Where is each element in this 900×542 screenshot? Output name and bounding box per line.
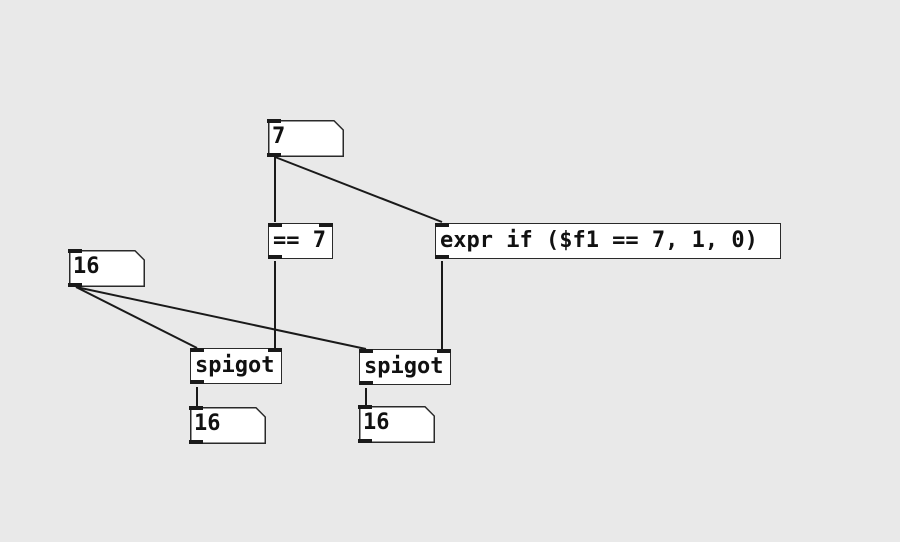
number-value: 16 bbox=[73, 254, 100, 279]
inlet[interactable] bbox=[68, 249, 82, 253]
number-box-outline bbox=[268, 120, 344, 157]
number-value: 7 bbox=[272, 124, 286, 149]
inlet[interactable] bbox=[435, 223, 449, 227]
object-spigot-left[interactable]: spigot bbox=[190, 348, 282, 384]
inlet[interactable] bbox=[189, 406, 203, 410]
outlet[interactable] bbox=[358, 439, 372, 443]
inlet-right[interactable] bbox=[268, 348, 282, 352]
inlet[interactable] bbox=[358, 405, 372, 409]
number-box-left[interactable]: 16 bbox=[68, 249, 145, 287]
number-value: 16 bbox=[194, 411, 221, 436]
outlet[interactable] bbox=[268, 255, 282, 259]
outlet[interactable] bbox=[190, 380, 204, 384]
number-box-outline bbox=[190, 407, 266, 444]
outlet[interactable] bbox=[359, 381, 373, 385]
number-box-output-left[interactable]: 16 bbox=[189, 406, 266, 444]
outlet[interactable] bbox=[189, 440, 203, 444]
object-text: expr if ($f1 == 7, 1, 0) bbox=[440, 228, 758, 253]
connection-7-to-expr bbox=[274, 156, 443, 223]
object-text: == 7 bbox=[273, 228, 326, 253]
outlet[interactable] bbox=[435, 255, 449, 259]
inlet-left[interactable] bbox=[268, 223, 282, 227]
outlet[interactable] bbox=[267, 153, 281, 157]
number-box-top[interactable]: 7 bbox=[267, 119, 344, 157]
number-box-outline bbox=[69, 250, 145, 287]
connection-16-to-spigot-right bbox=[75, 286, 367, 350]
inlet-right[interactable] bbox=[437, 349, 451, 353]
number-value: 16 bbox=[363, 410, 390, 435]
number-box-outline bbox=[359, 406, 435, 443]
number-box-output-right[interactable]: 16 bbox=[358, 405, 435, 443]
outlet[interactable] bbox=[68, 283, 82, 287]
object-eq-7[interactable]: == 7 bbox=[268, 223, 333, 259]
connection-16-to-spigot-left bbox=[75, 286, 198, 349]
object-text: spigot bbox=[195, 353, 275, 378]
object-text: spigot bbox=[364, 354, 444, 379]
object-expr[interactable]: expr if ($f1 == 7, 1, 0) bbox=[435, 223, 781, 259]
inlet[interactable] bbox=[267, 119, 281, 123]
inlet-left[interactable] bbox=[190, 348, 204, 352]
inlet-left[interactable] bbox=[359, 349, 373, 353]
inlet-right[interactable] bbox=[319, 223, 333, 227]
object-spigot-right[interactable]: spigot bbox=[359, 349, 451, 385]
